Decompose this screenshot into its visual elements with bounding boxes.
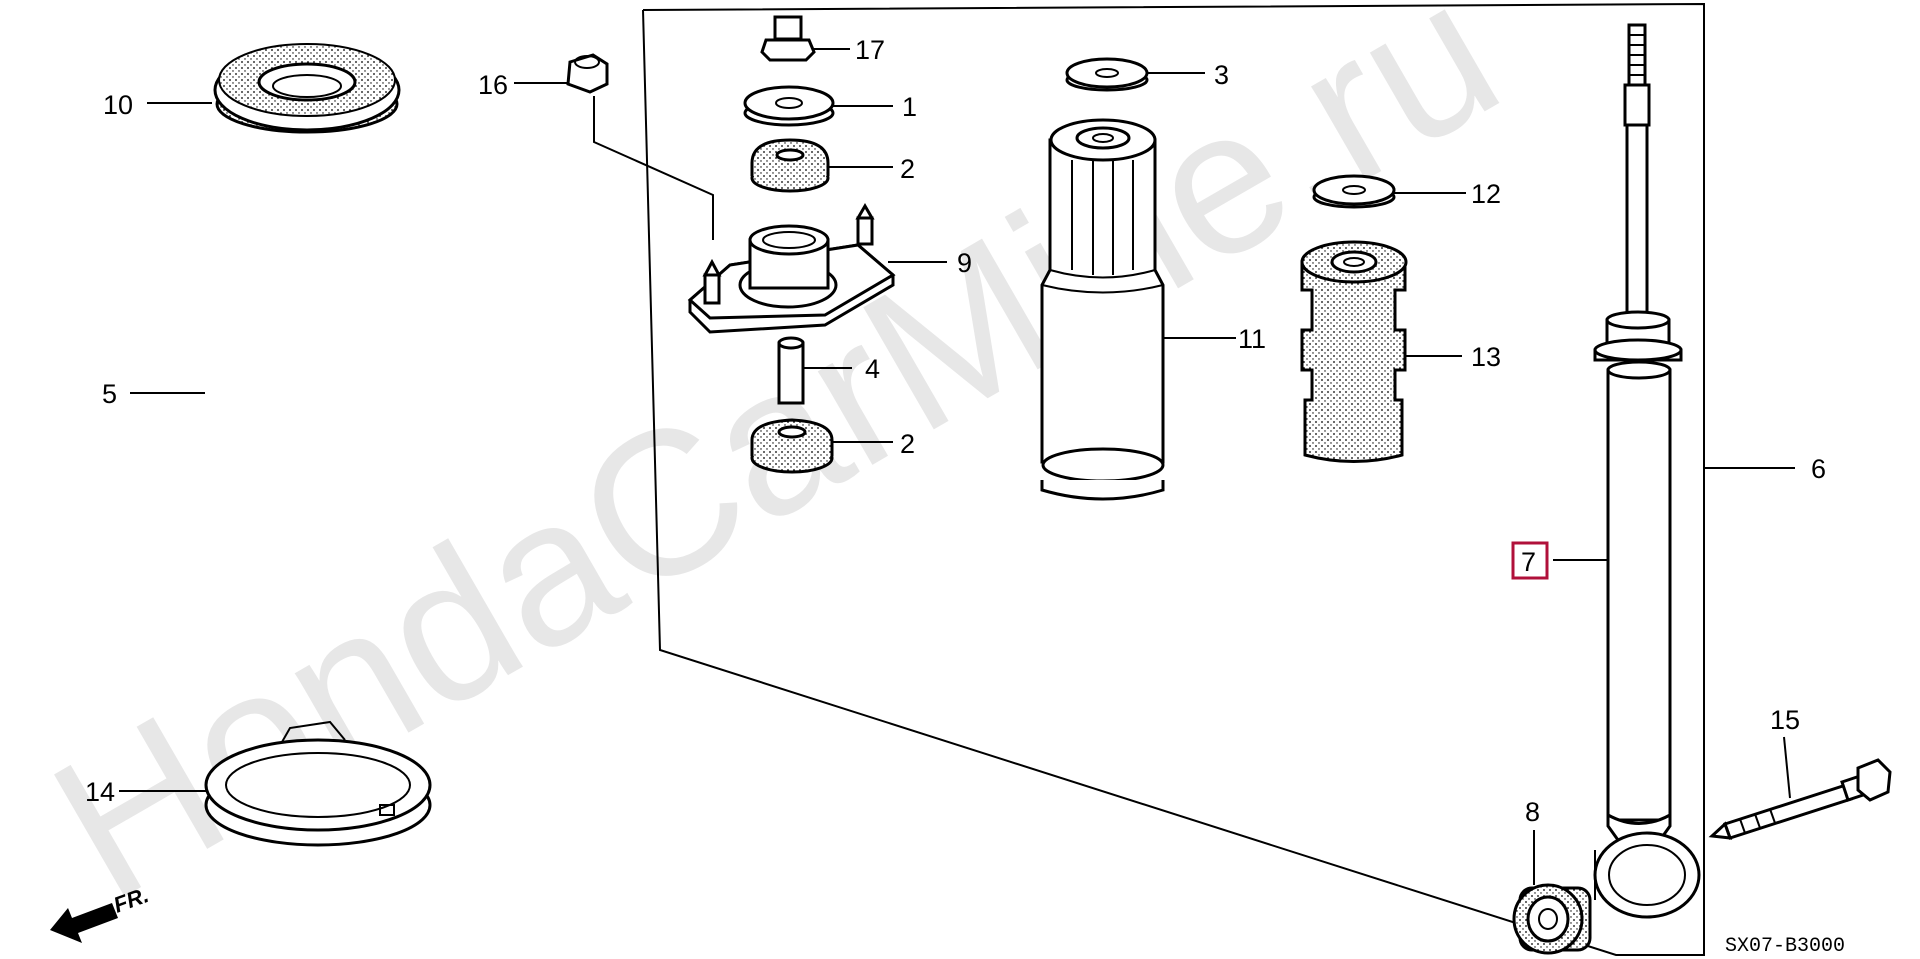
highlight-box — [1511, 541, 1549, 580]
label-6[interactable]: 6 — [1811, 454, 1826, 484]
part-8-bushing[interactable] — [1512, 883, 1592, 955]
part-10-spring-seat[interactable] — [213, 43, 401, 134]
part-12-washer[interactable] — [1312, 174, 1396, 209]
part-1-washer[interactable] — [743, 85, 835, 127]
label-2b[interactable]: 2 — [900, 429, 915, 459]
mount-stud-right — [855, 203, 875, 246]
label-9[interactable]: 9 — [957, 248, 972, 278]
part-3-washer[interactable] — [1065, 57, 1149, 92]
callout-lines — [119, 48, 1795, 885]
part-labels: 10 5 14 16 17 1 2 9 4 2 3 11 12 13 6 7 8… — [85, 35, 1826, 827]
label-7[interactable]: 7 — [1521, 547, 1536, 577]
label-8[interactable]: 8 — [1525, 797, 1540, 827]
part-16-nut[interactable] — [566, 53, 609, 94]
label-14[interactable]: 14 — [85, 777, 115, 807]
part-4-collar[interactable] — [777, 336, 805, 405]
part-2-upper-bushing[interactable] — [750, 138, 830, 193]
part-14-lower-spring-seat[interactable] — [204, 720, 432, 847]
part-13-bump-stop[interactable] — [1300, 240, 1408, 463]
part-11-dust-boot[interactable] — [1040, 118, 1165, 501]
label-13[interactable]: 13 — [1471, 342, 1501, 372]
label-16[interactable]: 16 — [478, 70, 508, 100]
label-1[interactable]: 1 — [902, 92, 917, 122]
label-11[interactable]: 11 — [1238, 324, 1266, 354]
part-5-coil-spring[interactable] — [208, 160, 414, 619]
label-4[interactable]: 4 — [865, 354, 880, 384]
label-17[interactable]: 17 — [855, 35, 885, 65]
label-2a[interactable]: 2 — [900, 154, 915, 184]
part-17-nut[interactable] — [760, 15, 816, 62]
label-12[interactable]: 12 — [1471, 179, 1501, 209]
part-9-upper-mount[interactable] — [687, 203, 896, 334]
label-15[interactable]: 15 — [1770, 705, 1800, 735]
part-15-bolt[interactable] — [1708, 758, 1892, 840]
label-3[interactable]: 3 — [1214, 60, 1229, 90]
label-10[interactable]: 10 — [103, 90, 133, 120]
assembly-frame — [642, 2, 1705, 956]
label-5[interactable]: 5 — [102, 379, 117, 409]
part-6-shock-absorber[interactable] — [1593, 23, 1701, 919]
diagram-code: SX07-B3000 — [1725, 935, 1845, 958]
part-2-lower-bushing[interactable] — [750, 418, 834, 474]
mount-stud-left — [702, 258, 722, 305]
